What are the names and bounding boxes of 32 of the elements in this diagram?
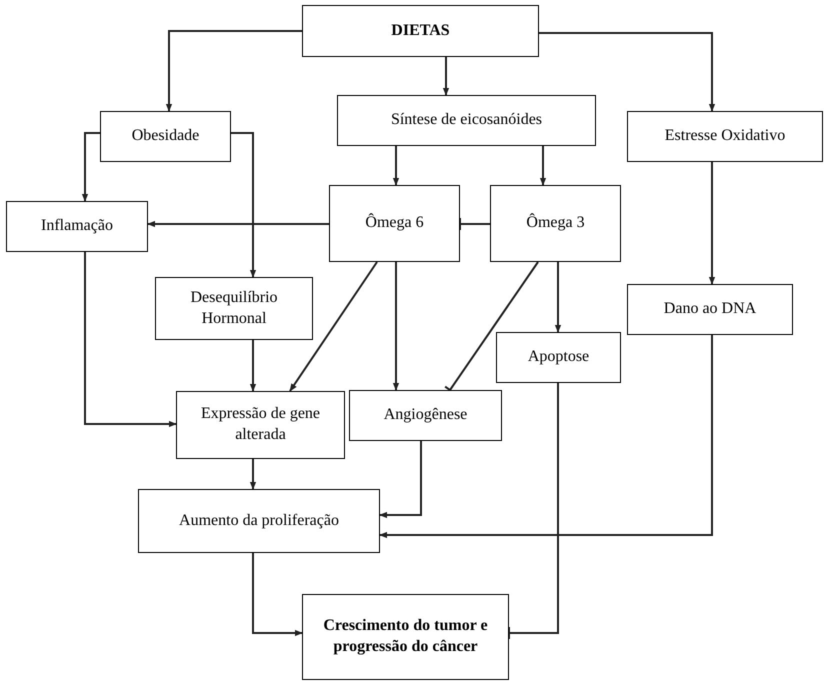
arrow xyxy=(554,262,562,333)
process-box: Desequilíbrio Hormonal xyxy=(155,277,313,340)
arrow xyxy=(392,262,400,391)
arrow xyxy=(708,162,716,285)
arrow xyxy=(166,30,302,112)
arrow xyxy=(250,340,256,392)
arrow xyxy=(379,335,713,538)
arrow xyxy=(147,220,329,228)
process-box: Angiogênese xyxy=(349,390,502,441)
arrow xyxy=(84,252,177,428)
process-box: Obesidade xyxy=(100,111,231,162)
arrow xyxy=(289,261,378,392)
arrow xyxy=(82,132,100,202)
process-box: Estresse Oxidativo xyxy=(627,111,823,162)
arrow xyxy=(252,553,303,636)
arrow xyxy=(250,459,256,490)
process-box: Ômega 3 xyxy=(490,185,621,262)
arrow xyxy=(539,32,716,112)
process-box: Síntese de eicosanóides xyxy=(337,95,596,146)
arrow xyxy=(540,146,546,186)
process-box: Apoptose xyxy=(496,332,621,383)
process-box: Dano ao DNA xyxy=(627,284,793,335)
process-box: Inflamação xyxy=(6,201,148,252)
arrow xyxy=(231,132,256,278)
process-box: Crescimento do tumor e progressão do câncer xyxy=(302,594,509,680)
arrow xyxy=(379,441,422,518)
arrow xyxy=(392,146,400,186)
process-box: Aumento da proliferação xyxy=(138,489,380,553)
process-box: DIETAS xyxy=(302,5,539,57)
process-box: Ômega 6 xyxy=(329,185,460,262)
arrow xyxy=(442,57,450,96)
process-box: Expressão de gene alterada xyxy=(176,391,345,459)
